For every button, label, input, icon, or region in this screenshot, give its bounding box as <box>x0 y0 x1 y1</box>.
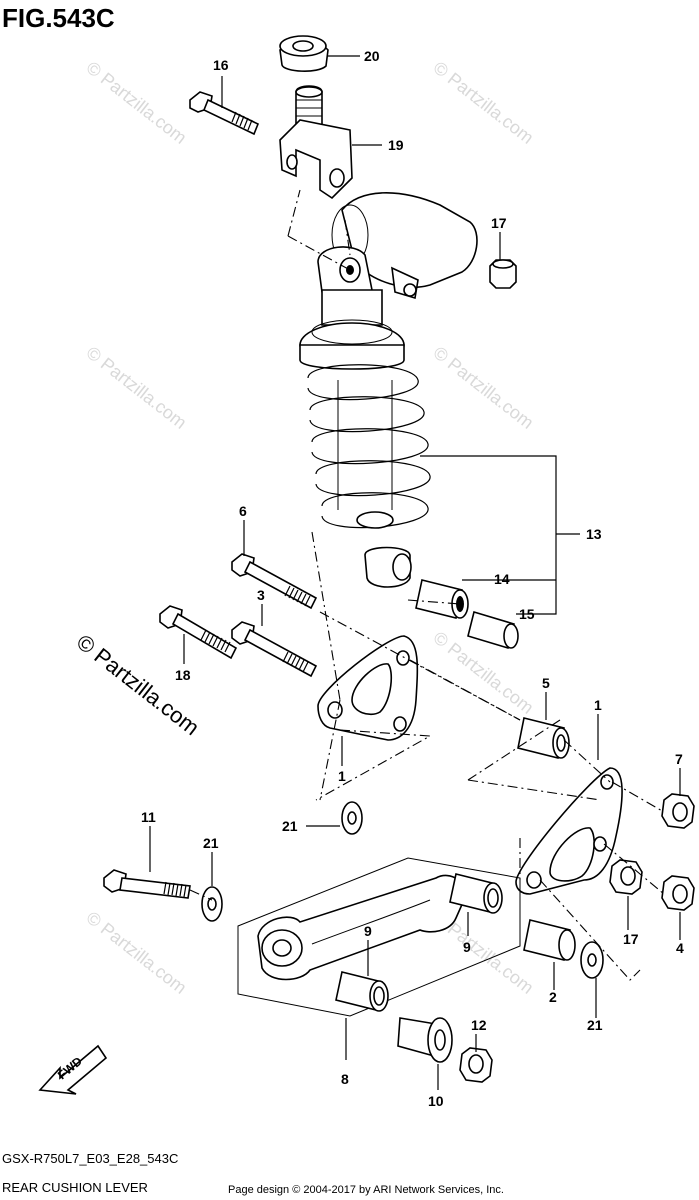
callout-1: 1 <box>594 697 602 713</box>
watermark: © Partzilla.com <box>83 907 191 997</box>
nut-part-7 <box>661 793 695 829</box>
nut-part-17-lower <box>609 859 643 895</box>
callout-6: 6 <box>239 503 247 519</box>
watermark: © Partzilla.com <box>83 342 191 432</box>
callout-16: 16 <box>213 57 229 73</box>
callout-20: 20 <box>364 48 380 64</box>
callout-19: 19 <box>388 137 404 153</box>
callout-7: 7 <box>675 751 683 767</box>
callout-9: 9 <box>463 939 471 955</box>
clevis-part-19 <box>279 85 353 200</box>
callout-11: 11 <box>141 809 156 825</box>
callout-10: 10 <box>428 1093 444 1109</box>
washer-part-21-left <box>201 886 223 922</box>
callout-3: 3 <box>257 587 265 603</box>
callout-17: 17 <box>491 215 507 231</box>
bolt-part-3 <box>231 621 318 678</box>
callout-12: 12 <box>471 1017 487 1033</box>
lever-plate-part-1-left <box>317 635 419 741</box>
leader-lines <box>149 55 681 1090</box>
callout-1: 1 <box>338 768 346 784</box>
watermark: © Partzilla.com <box>430 342 538 432</box>
bolt-part-18 <box>159 605 238 660</box>
callout-15: 15 <box>519 606 535 622</box>
callout-21: 21 <box>587 1017 603 1033</box>
section-name: REAR CUSHION LEVER <box>2 1180 148 1195</box>
callout-2: 2 <box>549 989 557 1005</box>
bolt-part-11 <box>103 869 191 899</box>
needle-bearing-part-9-lower <box>335 971 389 1012</box>
callout-5: 5 <box>542 675 550 691</box>
callout-21: 21 <box>282 818 298 834</box>
callout-17: 17 <box>623 931 639 947</box>
callout-18: 18 <box>175 667 191 683</box>
bolt-part-16 <box>189 91 260 136</box>
watermark: © Partzilla.com <box>430 57 538 147</box>
callout-14: 14 <box>494 571 510 587</box>
callout-8: 8 <box>341 1071 349 1087</box>
copyright-credit: Page design © 2004-2017 by ARI Network S… <box>228 1184 504 1196</box>
collar-part-10 <box>397 1017 453 1063</box>
assembly-centerlines <box>189 189 665 981</box>
callout-4: 4 <box>676 940 684 956</box>
callout-labels: 20 16 19 17 13 14 15 6 3 18 1 1 5 7 11 2… <box>141 48 684 1109</box>
collar-part-2 <box>523 919 576 961</box>
nut-part-20 <box>279 35 329 72</box>
callout-9: 9 <box>364 923 372 939</box>
bolt-part-6 <box>231 553 318 610</box>
nut-part-4 <box>661 875 695 911</box>
figure-title: FIG.543C <box>2 3 115 33</box>
watermark-layer: © Partzilla.com © Partzilla.com © Partzi… <box>72 57 538 997</box>
callout-13: 13 <box>586 526 602 542</box>
callout-21: 21 <box>203 835 219 851</box>
nut-part-12 <box>459 1047 493 1083</box>
nut-part-17-upper <box>489 259 517 289</box>
needle-bearing-part-9-upper <box>449 873 503 914</box>
model-code: GSX-R750L7_E03_E28_543C <box>2 1151 178 1166</box>
washer-part-21-upper <box>341 801 363 835</box>
collar-part-5 <box>517 717 570 759</box>
washer-part-21-right <box>580 941 604 979</box>
shock-absorber <box>299 192 478 588</box>
bushing-part-15 <box>467 610 519 650</box>
link-rod-part-8 <box>237 857 521 1017</box>
lever-plate-part-1-right <box>515 767 623 895</box>
watermark: © Partzilla.com <box>83 57 191 147</box>
bushing-part-14 <box>415 579 469 619</box>
forward-direction-arrow: FWD <box>38 1044 108 1095</box>
